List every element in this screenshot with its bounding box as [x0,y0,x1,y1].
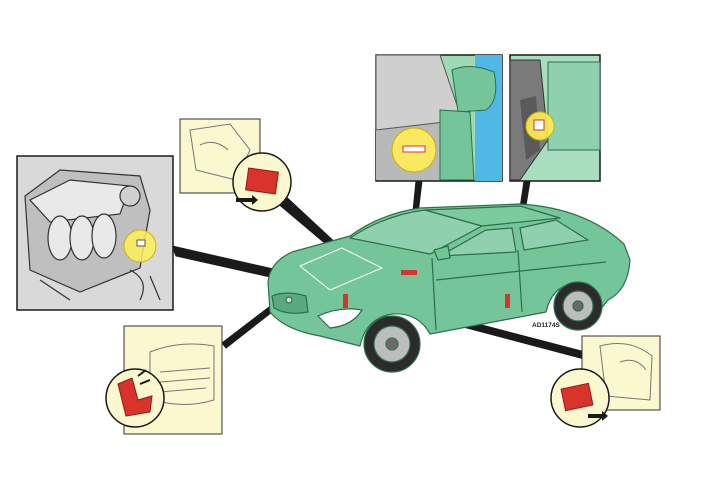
label-tag-icon-bumper [117,377,153,417]
door-pillar-label-detail [509,54,601,182]
mirror-icon [451,66,497,113]
arrow-icon-rear [588,411,608,421]
car-marker-front [343,294,348,308]
hood-latch-label-detail [179,118,292,212]
car-illustration [267,203,631,373]
label-tag-icon-rear [560,382,594,412]
car-mirror [433,245,451,261]
car-window-rear [519,219,589,251]
car-emblem [285,296,293,304]
front-bumper-marking-detail [105,325,223,435]
figure-code: AD1174S [532,322,560,329]
car-marker-pillar [505,294,510,308]
car-roof [424,205,561,227]
car-wheel-rear [553,281,603,331]
engine-bay-label-detail [16,155,174,311]
windshield-vin-detail [375,54,503,182]
engine-icon [24,169,161,301]
car-door-seam [431,249,607,331]
car-marker-windshield [401,270,417,275]
label-tag-icon [245,167,279,195]
car-headlight [317,308,363,329]
car-wheel-front [363,315,421,373]
rear-door-label-detail [550,335,661,428]
car-window-front [439,227,517,257]
car-hood-panel [299,247,383,291]
arrow-icon [236,195,258,205]
